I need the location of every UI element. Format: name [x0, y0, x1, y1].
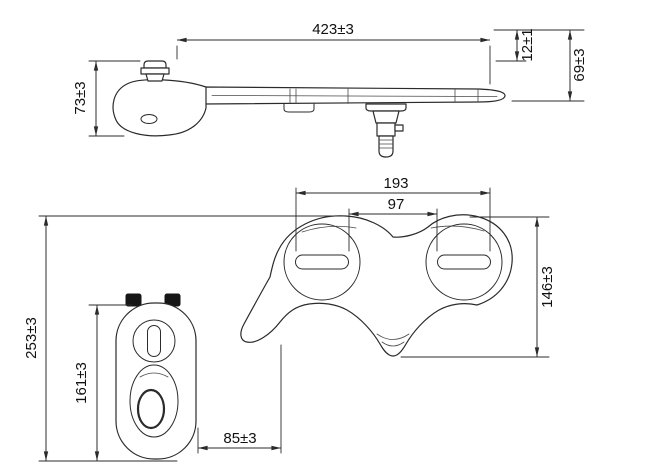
dim-label-body-depth: 146±3	[539, 266, 556, 308]
dial-detail-arc	[139, 372, 169, 378]
inner-contour-line	[430, 225, 485, 232]
hinge-tab	[283, 103, 315, 113]
dim-pod-depth: 161±3	[73, 304, 133, 461]
dim-overall-depth: 253±3	[23, 215, 343, 462]
dim-slot-outer-span: 193	[295, 175, 491, 252]
pod-emblem-oval	[140, 114, 158, 124]
dim-overall-width: 423±3	[176, 21, 491, 85]
pod-latch-left	[125, 293, 142, 307]
mount-hole-right	[425, 223, 503, 301]
dim-front-height: 73±3	[72, 60, 141, 137]
dim-label-slot-inner-span: 97	[388, 196, 405, 213]
bolt-slot-left	[295, 254, 349, 270]
knob-slot	[147, 325, 161, 357]
nozzle-cover-arc	[381, 341, 405, 347]
dim-label-rear-height: 12±1	[519, 28, 536, 61]
dim-pod-offset: 85±3	[197, 344, 282, 454]
bolt-slot-right	[437, 254, 491, 270]
knob-neck	[145, 73, 165, 82]
top-plan-view: 193 97 146±3 253±3 161±3	[23, 175, 556, 462]
seat-plate-side	[202, 86, 506, 105]
mount-hole-left	[283, 223, 361, 301]
dim-label-total-height: 69±3	[571, 48, 588, 81]
plate-seam-line	[211, 95, 498, 97]
side-elevation-view: 423±3 12±1 69±3 73±3	[72, 21, 588, 158]
dim-rear-height: 12±1	[493, 28, 585, 62]
inner-contour-line	[301, 225, 357, 233]
pressure-dial	[129, 364, 179, 438]
control-pod-side	[112, 79, 207, 137]
nozzle-upper-body	[372, 110, 400, 124]
dim-body-depth: 146±3	[400, 216, 556, 358]
dim-label-front-height: 73±3	[72, 81, 89, 114]
dim-slot-inner-span: 97	[348, 196, 438, 252]
dim-label-slot-outer-span: 193	[383, 175, 408, 192]
nozzle-stem	[376, 122, 396, 137]
dim-label-pod-depth: 161±3	[73, 362, 90, 404]
nozzle-cover-arc	[376, 333, 410, 340]
dim-total-height: 69±3	[511, 30, 588, 102]
adjustment-knob-side	[140, 60, 170, 82]
dim-label-overall-depth: 253±3	[23, 317, 40, 359]
nozzle-threaded-tip	[378, 135, 394, 158]
pressure-dial-grip	[136, 388, 166, 430]
dim-label-pod-offset: 85±3	[223, 430, 256, 447]
knob-flange	[140, 67, 170, 75]
bidet-body-top	[240, 214, 513, 357]
control-pod-top	[115, 293, 197, 460]
knob-cap	[143, 60, 167, 69]
pod-housing	[115, 302, 197, 460]
dim-label-overall-width: 423±3	[312, 21, 354, 38]
nozzle-flange	[365, 103, 407, 112]
nozzle-inlet-tab	[394, 124, 404, 132]
nozzle-control-knob	[132, 319, 176, 363]
spray-nozzle-side	[365, 103, 407, 158]
